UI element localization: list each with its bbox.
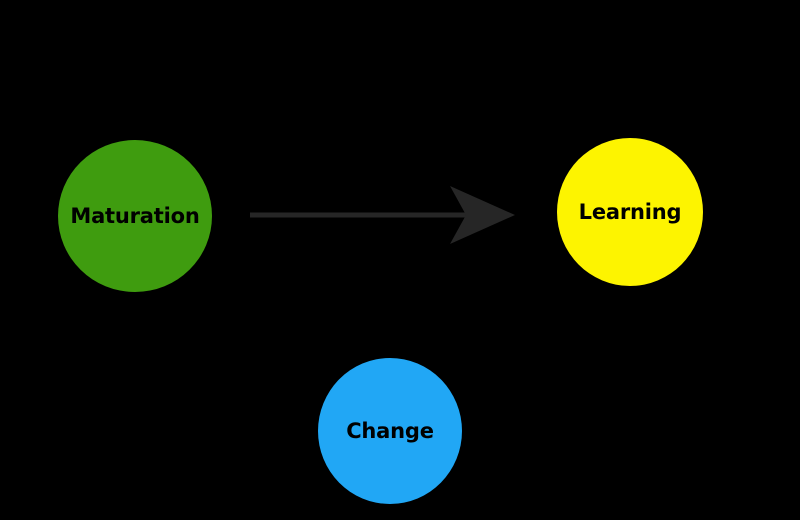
node-maturation[interactable]: Maturation [58,140,212,292]
edge-maturation-to-learning[interactable] [250,186,515,244]
node-learning-label: Learning [578,199,682,224]
node-learning[interactable]: Learning [557,138,703,286]
node-change-label: Change [346,418,434,443]
arrowhead-icon [450,186,515,244]
node-change[interactable]: Change [318,358,462,504]
node-maturation-label: Maturation [70,203,200,228]
